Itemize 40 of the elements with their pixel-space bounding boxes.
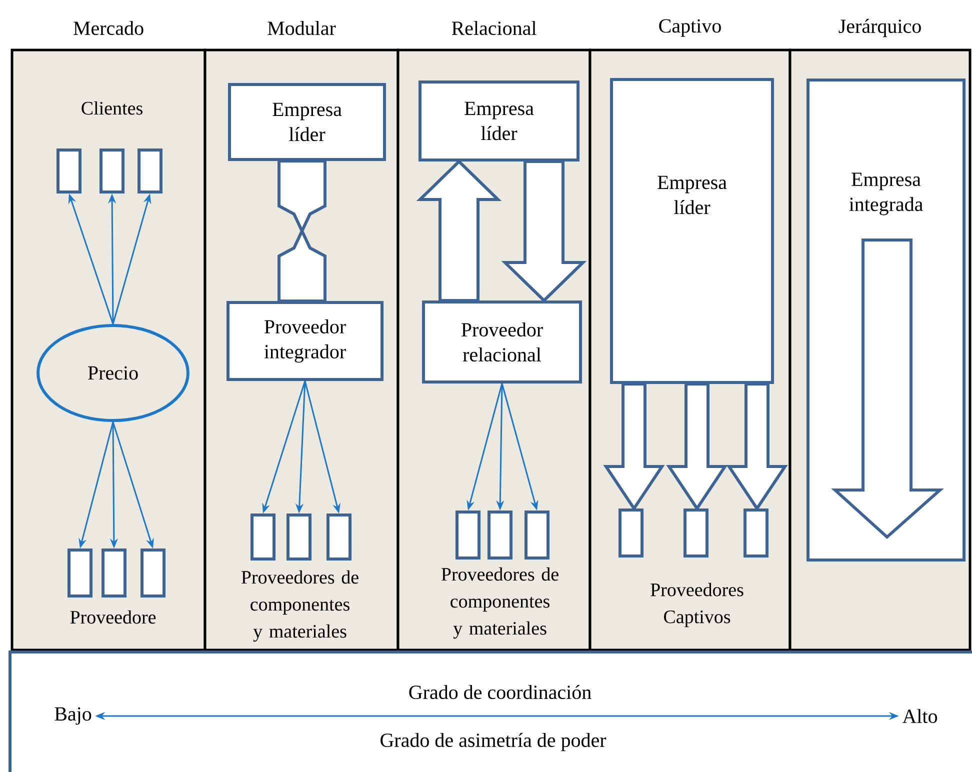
small-box (100, 148, 124, 194)
process-box: Empresa líder (228, 83, 386, 161)
group-label: Clientes (82, 101, 142, 115)
process-box: Proveedor relacional (422, 300, 582, 384)
small-box (744, 508, 768, 558)
block-arrow (726, 382, 788, 512)
column-heading: Modular (268, 20, 336, 36)
block-arrow (603, 382, 665, 512)
scale-title: Grado de asimetría de poder (380, 732, 606, 752)
block-arrow (501, 160, 587, 303)
scale-title: Grado de coordinación (409, 684, 592, 700)
link-connector (278, 160, 326, 302)
small-box (250, 514, 276, 560)
small-box (618, 508, 644, 558)
group-label: Proveedores de componentes y materiales (441, 567, 558, 639)
small-box (286, 514, 312, 560)
block-arrow (416, 159, 502, 302)
small-box (56, 148, 82, 194)
small-box (488, 510, 512, 560)
column-heading: Jerárquico (838, 18, 921, 38)
small-box (138, 148, 162, 194)
small-box (326, 514, 352, 560)
small-box (102, 548, 126, 598)
small-box (684, 508, 708, 558)
process-box: Proveedor integrador (226, 301, 384, 381)
small-box (68, 548, 92, 598)
small-box (456, 510, 480, 560)
column-heading: Mercado (74, 20, 144, 36)
column-heading: Relacional (452, 20, 536, 36)
block-arrow (666, 382, 728, 512)
small-box (524, 510, 550, 560)
process-box: Empresa líder (610, 78, 774, 384)
column-heading: Captivo (659, 19, 721, 37)
scale-end-label: Bajo (54, 707, 92, 725)
small-box (140, 548, 166, 598)
process-box: Empresa líder (418, 80, 580, 162)
group-label: Proveedore (70, 610, 156, 624)
scale-end-label: Alto (902, 708, 938, 724)
group-label: Proveedores Captivos (650, 582, 744, 628)
group-label: Proveedores de componentes y materiales (241, 570, 358, 642)
